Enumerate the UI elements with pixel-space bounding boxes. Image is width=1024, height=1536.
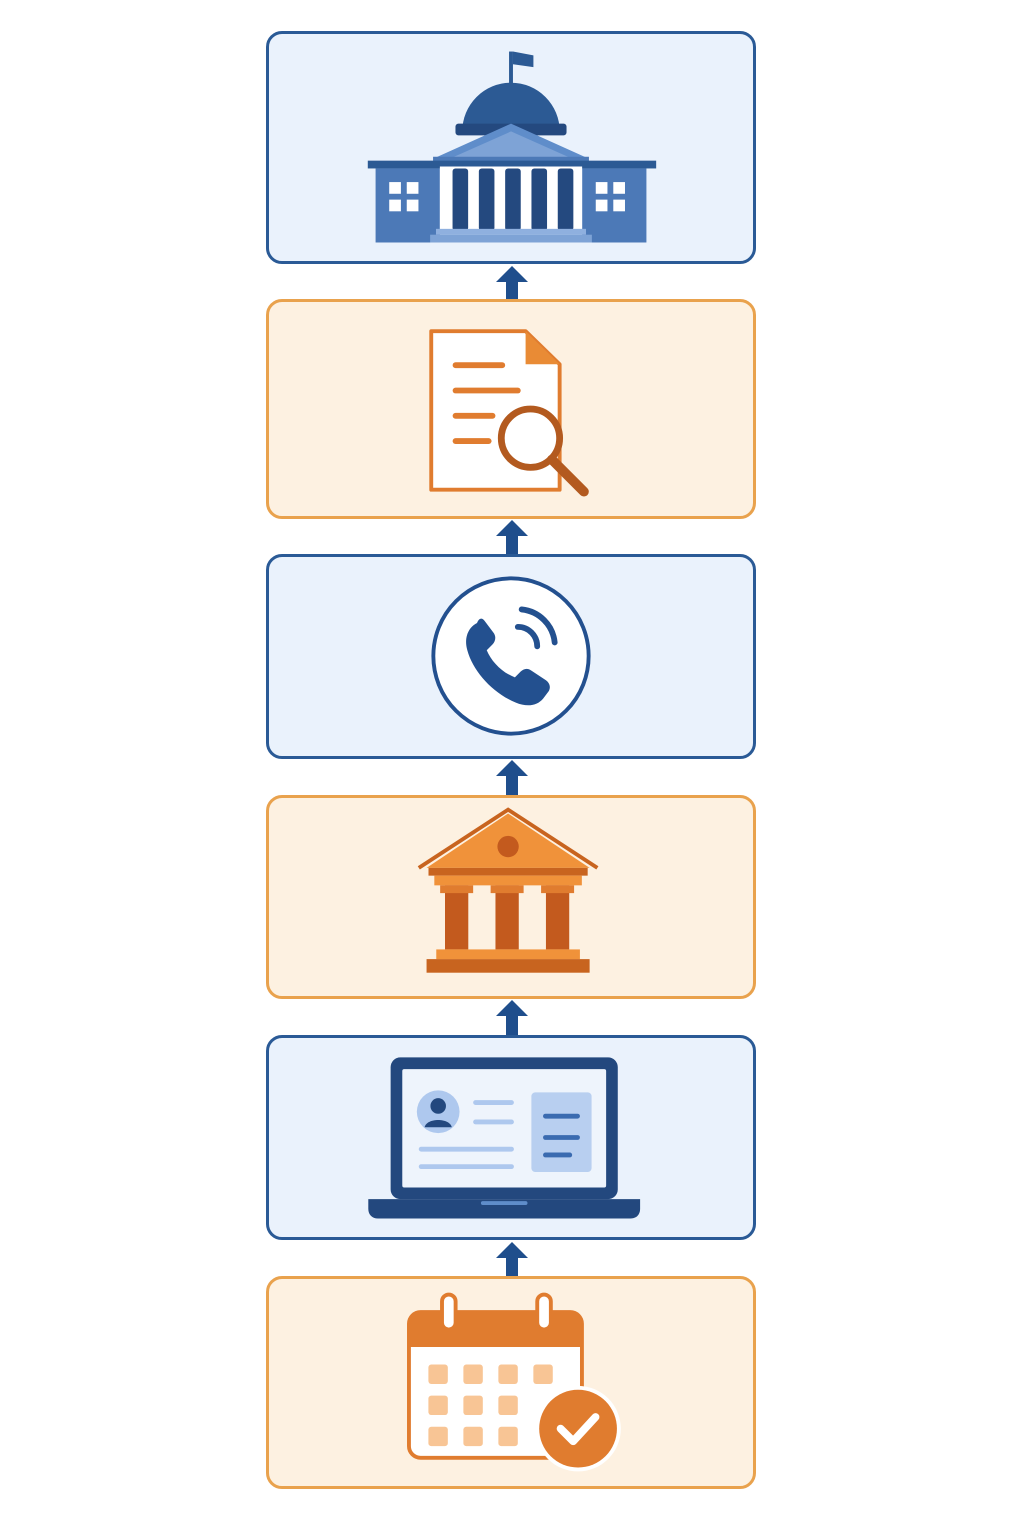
flow-arrow-5 <box>494 1240 530 1284</box>
capitol-building-icon <box>367 51 657 243</box>
arrow-up-icon <box>496 520 528 560</box>
stage-capitol <box>266 31 756 264</box>
stage-phone-call <box>266 554 756 759</box>
stage-document-review <box>266 299 756 519</box>
arrow-up-icon <box>496 266 528 306</box>
document-search-icon <box>429 329 589 497</box>
stage-institution <box>266 795 756 999</box>
flow-arrow-2 <box>494 518 530 562</box>
stage-online-profile <box>266 1035 756 1240</box>
flow-arrow-3 <box>494 758 530 802</box>
stage-calendar <box>266 1276 756 1489</box>
laptop-profile-icon <box>368 1057 641 1219</box>
arrow-up-icon <box>496 760 528 800</box>
phone-call-icon <box>431 576 591 736</box>
arrow-up-icon <box>496 1000 528 1040</box>
arrow-up-icon <box>496 1242 528 1282</box>
flow-arrow-4 <box>494 998 530 1042</box>
flow-arrow-1 <box>494 264 530 308</box>
calendar-check-icon <box>407 1292 621 1472</box>
institution-building-icon <box>417 807 599 973</box>
